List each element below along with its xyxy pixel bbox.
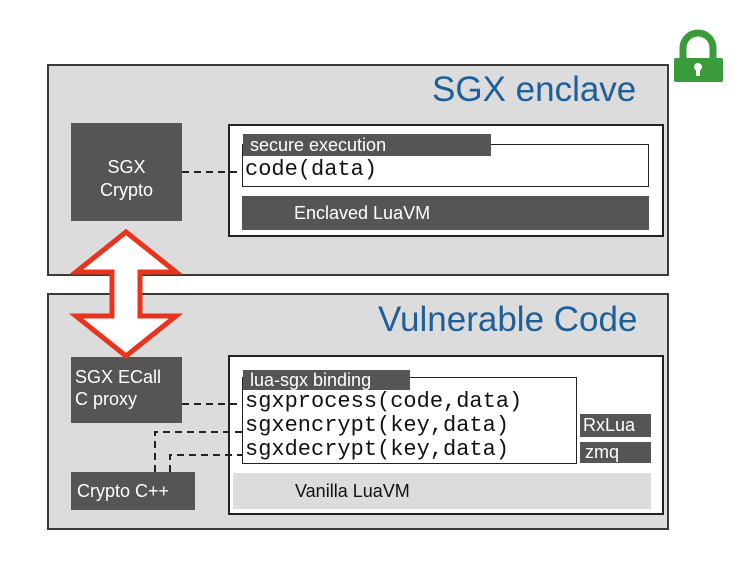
double-arrow-icon xyxy=(68,228,184,360)
zmq-label: zmq xyxy=(585,442,620,462)
vanilla-luavm: Vanilla LuaVM xyxy=(233,473,651,509)
vulnerable-title: Vulnerable Code xyxy=(378,300,638,339)
zmq-badge: zmq xyxy=(580,442,651,463)
rxlua-badge: RxLua xyxy=(580,414,651,437)
ecall-proxy-line2: C proxy xyxy=(75,389,138,409)
sgx-crypto-line2: Crypto xyxy=(99,180,153,200)
ecall-proxy-line1: SGX ECall xyxy=(75,367,162,387)
rxlua-label: RxLua xyxy=(583,415,636,435)
enclave-title: SGX enclave xyxy=(432,70,637,109)
crypto-cpp-box: Crypto C++ xyxy=(71,472,195,510)
binding-line-1: sgxprocess(code,data) xyxy=(245,389,523,414)
ecall-proxy-box: SGX ECall C proxy xyxy=(71,357,182,423)
secure-execution-code: code(data) xyxy=(245,157,378,182)
binding-frame xyxy=(242,377,577,464)
binding-tab: lua-sgx binding xyxy=(243,370,410,390)
crypto-encrypt-connector xyxy=(154,431,242,472)
enclaved-luavm: Enclaved LuaVM xyxy=(242,196,649,230)
binding-line-3: sgxdecrypt(key,data) xyxy=(245,437,510,462)
lock-icon xyxy=(674,29,723,82)
crypto-decrypt-connector xyxy=(169,454,242,472)
secure-execution-tab: secure execution xyxy=(243,134,491,156)
sgx-crypto-box: SGX Crypto xyxy=(71,123,182,221)
crypto-cpp-label: Crypto C++ xyxy=(77,481,170,501)
enclaved-luavm-label: Enclaved LuaVM xyxy=(294,203,431,223)
vanilla-luavm-label: Vanilla LuaVM xyxy=(295,481,410,501)
binding-line-2: sgxencrypt(key,data) xyxy=(245,413,510,438)
sgx-crypto-line1: SGX xyxy=(107,157,146,177)
